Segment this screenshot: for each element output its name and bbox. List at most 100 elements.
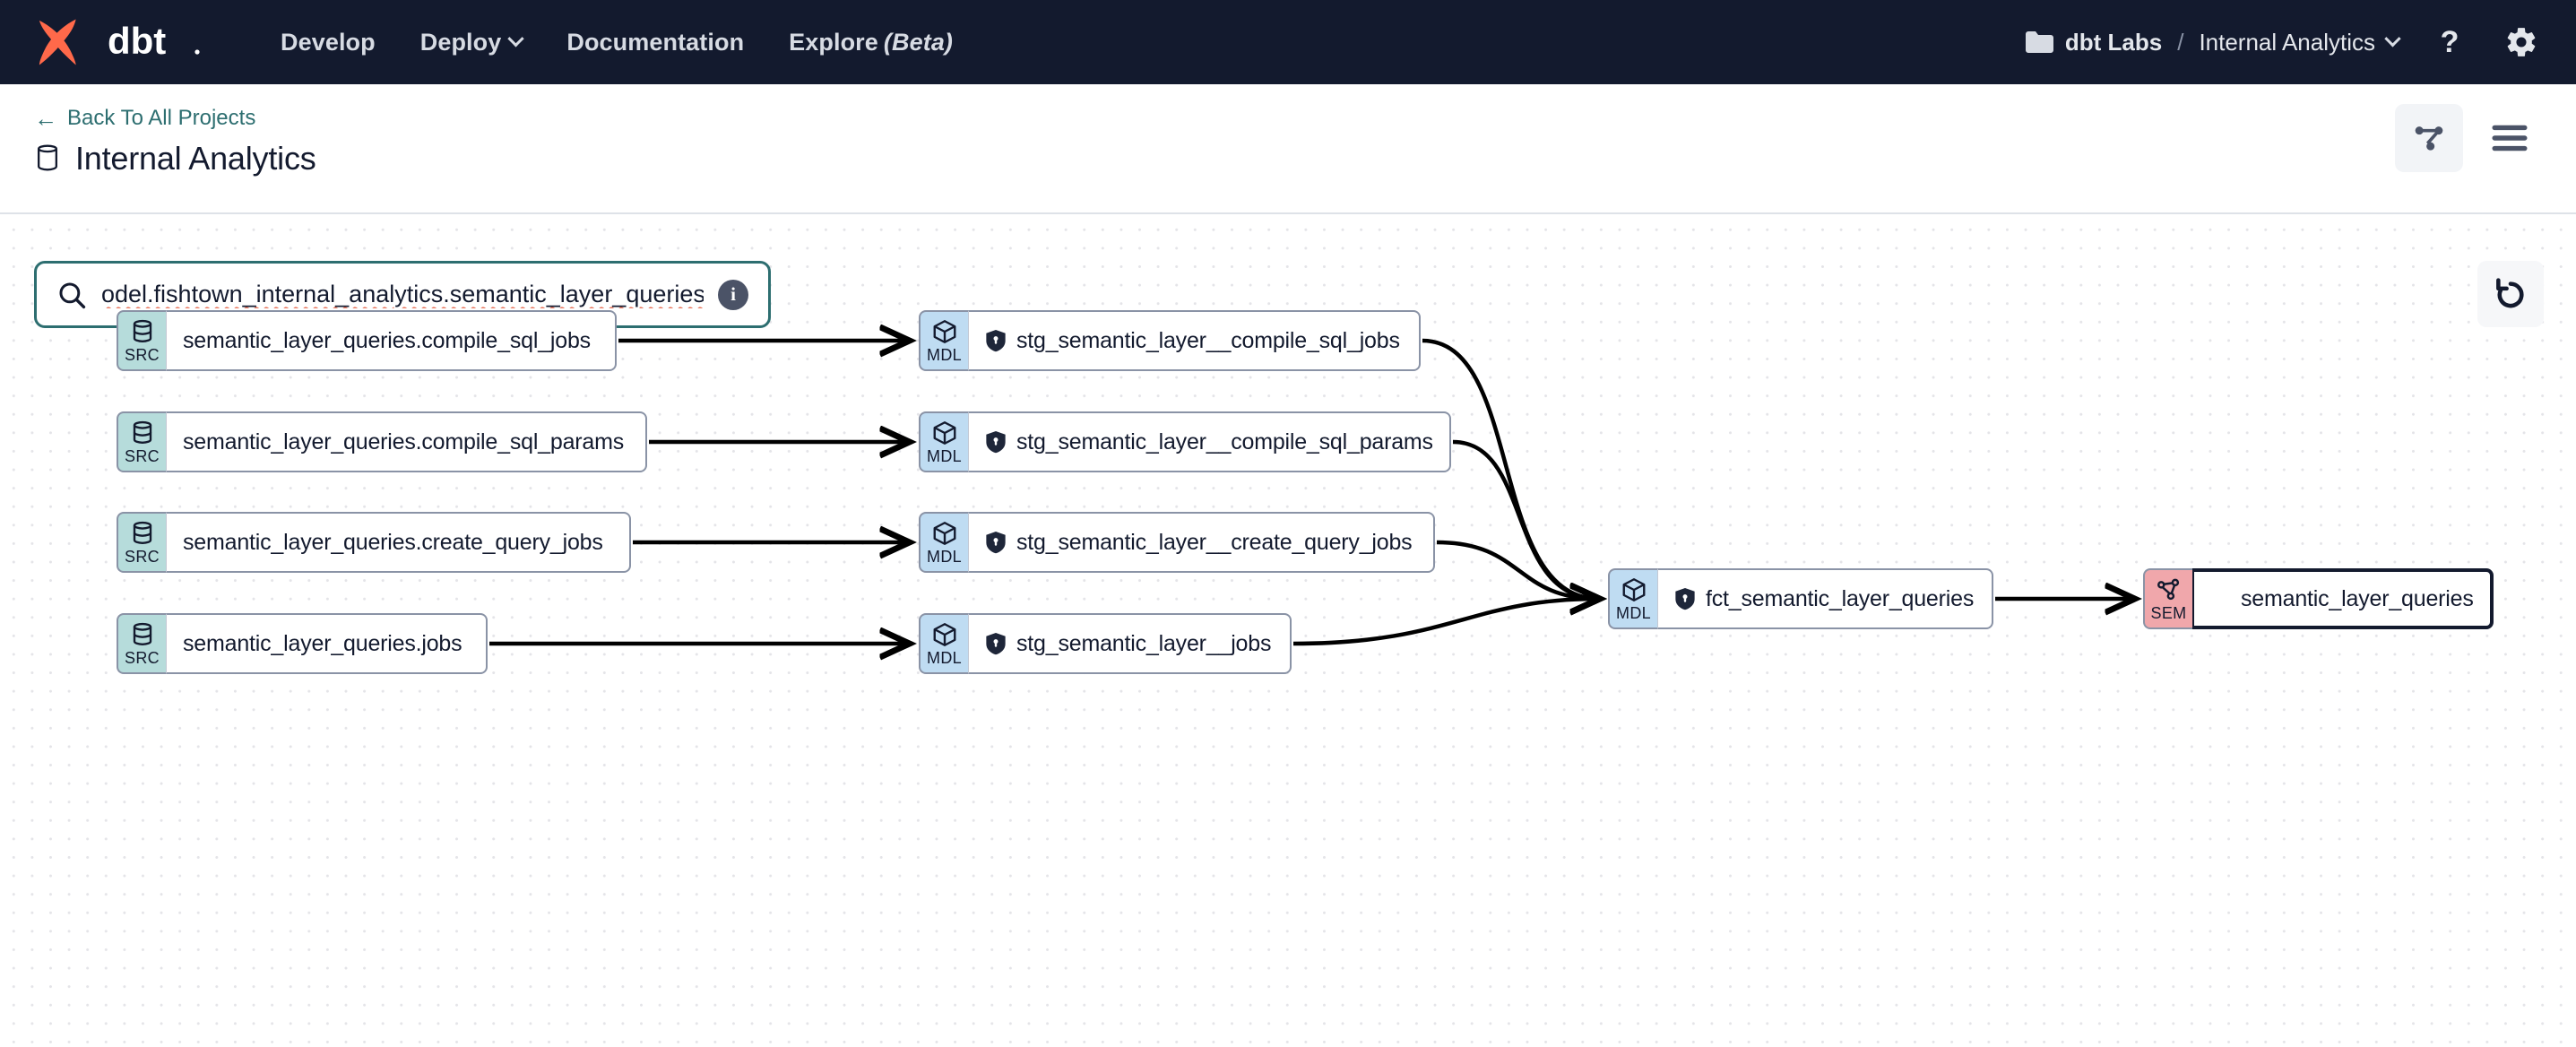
node-type-label: SRC bbox=[125, 548, 160, 566]
node-type-badge-mdl: MDL bbox=[919, 512, 968, 573]
settings-button[interactable] bbox=[2501, 22, 2542, 63]
lineage-node-mdl2[interactable]: MDL stg_semantic_layer__compile_sql_para… bbox=[919, 411, 1451, 472]
node-body: stg_semantic_layer__compile_sql_params bbox=[968, 411, 1451, 472]
help-button[interactable]: ? bbox=[2429, 22, 2470, 63]
search-info-icon[interactable]: i bbox=[718, 279, 748, 310]
explore-beta-tag: (Beta) bbox=[883, 28, 954, 56]
search-icon bbox=[59, 281, 86, 308]
node-body: stg_semantic_layer__compile_sql_jobs bbox=[968, 310, 1421, 371]
lineage-node-fct[interactable]: MDL fct_semantic_layer_queries bbox=[1608, 568, 1993, 629]
back-to-all-projects-link[interactable]: ← Back To All Projects bbox=[34, 106, 255, 131]
lineage-node-src3[interactable]: SRC semantic_layer_queries.create_query_… bbox=[117, 512, 631, 573]
lineage-graph: SRC semantic_layer_queries.compile_sql_j… bbox=[0, 216, 2576, 1047]
node-label: semantic_layer_queries.compile_sql_param… bbox=[183, 428, 625, 454]
lineage-node-sem[interactable]: SEM semantic_layer_queries bbox=[2143, 568, 2494, 629]
node-type-badge-src: SRC bbox=[117, 411, 166, 472]
cube-icon bbox=[933, 320, 955, 343]
semantic-graph-icon bbox=[2157, 578, 2179, 601]
database-icon bbox=[133, 622, 151, 645]
page-title-row: Internal Analytics bbox=[34, 140, 316, 177]
svg-text:?: ? bbox=[2441, 25, 2459, 59]
nav-item-develop[interactable]: Develop bbox=[258, 20, 398, 65]
cube-icon bbox=[933, 623, 955, 646]
nav-item-deploy-label: Deploy bbox=[419, 28, 502, 56]
node-type-badge-src: SRC bbox=[117, 613, 166, 674]
project-name: Internal Analytics bbox=[2199, 28, 2375, 56]
node-body: stg_semantic_layer__jobs bbox=[968, 613, 1292, 674]
folder-icon bbox=[2025, 31, 2053, 53]
dbt-wordmark-icon: dbt bbox=[108, 22, 200, 62]
lineage-node-mdl3[interactable]: MDL stg_semantic_layer__create_query_job… bbox=[919, 512, 1435, 573]
node-label: stg_semantic_layer__create_query_jobs bbox=[1016, 529, 1413, 555]
node-type-label: SRC bbox=[125, 346, 160, 364]
arrow-left-icon: ← bbox=[34, 105, 57, 132]
node-type-badge-mdl: MDL bbox=[919, 310, 968, 371]
reset-icon bbox=[2496, 278, 2524, 308]
node-label: stg_semantic_layer__compile_sql_jobs bbox=[1016, 327, 1400, 353]
node-type-label: MDL bbox=[927, 346, 962, 364]
node-type-label: SRC bbox=[125, 447, 160, 465]
node-type-label: MDL bbox=[927, 649, 962, 667]
database-icon bbox=[133, 420, 151, 444]
node-label: fct_semantic_layer_queries bbox=[1706, 585, 1975, 611]
page-subheader: ← Back To All Projects Internal Analytic… bbox=[0, 84, 2576, 214]
nav-item-documentation[interactable]: Documentation bbox=[544, 20, 766, 65]
node-type-label: MDL bbox=[1616, 604, 1651, 622]
node-label: semantic_layer_queries.create_query_jobs bbox=[183, 529, 603, 555]
node-label: stg_semantic_layer__compile_sql_params bbox=[1016, 428, 1433, 454]
lineage-node-src2[interactable]: SRC semantic_layer_queries.compile_sql_p… bbox=[117, 411, 647, 472]
cube-icon bbox=[1622, 578, 1645, 601]
list-view-button[interactable] bbox=[2476, 104, 2544, 172]
dbt-mark-icon bbox=[39, 19, 76, 65]
org-breadcrumb[interactable]: dbt Labs bbox=[2025, 29, 2162, 56]
header-action-buttons bbox=[2395, 104, 2544, 172]
edge-mdl2-fct bbox=[1452, 439, 1599, 599]
lineage-graph-icon bbox=[2415, 126, 2443, 151]
search-input[interactable] bbox=[101, 281, 704, 308]
node-body: semantic_layer_queries.create_query_jobs bbox=[166, 512, 631, 573]
chevron-down-icon bbox=[507, 30, 525, 47]
node-type-badge-mdl: MDL bbox=[919, 613, 968, 674]
reset-view-button[interactable] bbox=[2477, 261, 2544, 327]
lineage-node-mdl1[interactable]: MDL stg_semantic_layer__compile_sql_jobs bbox=[919, 310, 1421, 371]
shield-lock-icon bbox=[986, 329, 1006, 352]
node-label: stg_semantic_layer__jobs bbox=[1016, 630, 1272, 656]
node-body: semantic_layer_queries.jobs bbox=[166, 613, 488, 674]
shield-lock-icon bbox=[986, 430, 1006, 454]
database-icon bbox=[37, 144, 58, 171]
node-label: semantic_layer_queries bbox=[2241, 585, 2474, 611]
node-type-badge-src: SRC bbox=[117, 512, 166, 573]
lineage-node-mdl4[interactable]: MDL stg_semantic_layer__jobs bbox=[919, 613, 1292, 674]
cube-icon bbox=[933, 522, 955, 545]
breadcrumb-separator: / bbox=[2177, 28, 2184, 56]
lineage-canvas[interactable]: i bbox=[0, 216, 2576, 1047]
shield-lock-icon bbox=[986, 632, 1006, 655]
database-icon bbox=[133, 521, 151, 544]
project-breadcrumb[interactable]: Internal Analytics bbox=[2199, 28, 2401, 56]
top-navigation-bar: dbt Develop Deploy Documentation Explore… bbox=[0, 0, 2576, 84]
page-title: Internal Analytics bbox=[75, 140, 316, 177]
shield-lock-icon bbox=[986, 531, 1006, 554]
node-type-badge-mdl: MDL bbox=[1608, 568, 1657, 629]
nav-item-develop-label: Develop bbox=[281, 28, 376, 56]
hamburger-menu-icon bbox=[2492, 125, 2528, 151]
node-body: stg_semantic_layer__create_query_jobs bbox=[968, 512, 1435, 573]
node-type-label: MDL bbox=[927, 548, 962, 566]
nav-right-cluster: dbt Labs / Internal Analytics ? bbox=[2025, 22, 2542, 63]
nav-item-explore[interactable]: Explore (Beta) bbox=[766, 20, 975, 65]
lineage-node-src1[interactable]: SRC semantic_layer_queries.compile_sql_j… bbox=[117, 310, 617, 371]
node-type-label: MDL bbox=[927, 447, 962, 465]
dbt-logo[interactable]: dbt bbox=[34, 17, 215, 67]
question-mark-icon: ? bbox=[2441, 25, 2459, 59]
org-name: dbt Labs bbox=[2064, 28, 2163, 56]
edge-mdl3-fct bbox=[1436, 540, 1599, 599]
shield-lock-icon bbox=[1675, 587, 1695, 610]
nav-item-explore-label: Explore bbox=[789, 28, 878, 56]
database-icon bbox=[133, 319, 151, 342]
lineage-view-button[interactable] bbox=[2395, 104, 2463, 172]
node-label: semantic_layer_queries.compile_sql_jobs bbox=[183, 327, 591, 353]
lineage-node-src4[interactable]: SRC semantic_layer_queries.jobs bbox=[117, 613, 488, 674]
node-body: semantic_layer_queries.compile_sql_jobs bbox=[166, 310, 617, 371]
svg-text:dbt: dbt bbox=[108, 22, 166, 62]
nav-item-deploy[interactable]: Deploy bbox=[398, 20, 545, 65]
